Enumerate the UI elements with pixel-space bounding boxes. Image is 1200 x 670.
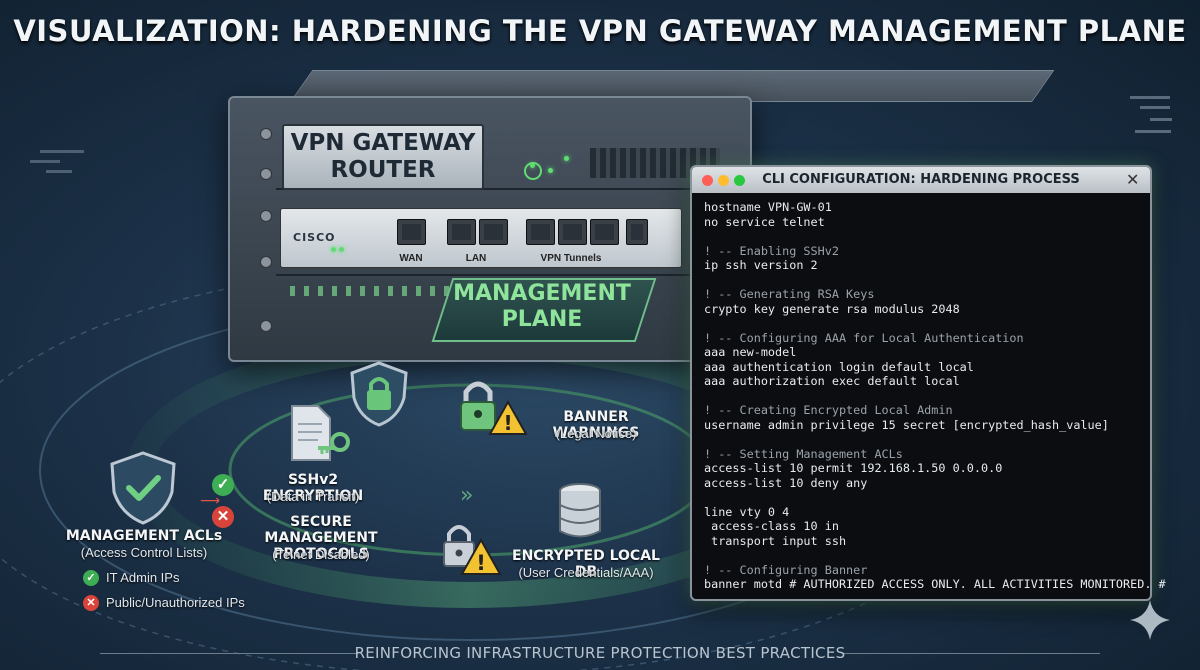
cli-comment-line: ! -- Generating RSA Keys: [704, 287, 875, 301]
management-plane-label: MANAGEMENT PLANE: [453, 281, 631, 332]
port[interactable]: [447, 219, 476, 245]
cli-line: access-list 10 permit 192.168.1.50 0.0.0…: [704, 461, 1003, 475]
cli-comment-line: ! -- Setting Management ACLs: [704, 446, 903, 461]
local-db-sub: (User Credentials/AAA): [518, 565, 654, 580]
minimize-dot-icon[interactable]: [718, 175, 729, 186]
router-label-plate: VPN GATEWAY ROUTER: [282, 124, 484, 190]
shield-lock-icon: [350, 361, 408, 427]
banner-warnings-title: BANNER WARNINGS: [552, 409, 640, 441]
cli-line: line vty 0 4: [704, 504, 790, 519]
cli-line: ip ssh version 2: [704, 258, 818, 272]
cli-line: access-list 10 deny any: [704, 475, 868, 490]
power-icon: [524, 162, 542, 180]
footer-rule: [100, 653, 358, 654]
port-label-vpn: VPN Tunnels: [540, 253, 602, 264]
router-label: VPN GATEWAY ROUTER: [290, 130, 476, 183]
cli-line: [704, 273, 1144, 288]
close-dot-icon[interactable]: [702, 175, 713, 186]
sparkle-icon: [1130, 600, 1170, 640]
cli-line: [704, 229, 1144, 244]
footer-tagline: REINFORCING INFRASTRUCTURE PROTECTION BE…: [354, 644, 846, 662]
page-title: VISUALIZATION: HARDENING THE VPN GATEWAY…: [13, 14, 1187, 48]
shield-check-icon: [110, 451, 176, 525]
sshv2-sub: (Data in Transit): [266, 489, 360, 504]
port[interactable]: [590, 219, 619, 245]
cisco-logo: CISCO: [293, 231, 336, 244]
svg-text:»: »: [460, 483, 473, 508]
cli-line: no service telnet: [704, 214, 825, 229]
lan-ports: [447, 219, 508, 247]
acl-allowed: IT Admin IPs: [106, 570, 180, 585]
svg-text:!: !: [476, 551, 486, 575]
document-key-icon: [291, 405, 350, 461]
cli-comment-line: ! -- Configuring AAA for Local Authentic…: [704, 330, 1024, 345]
acl-sub: (Access Control Lists): [80, 545, 208, 560]
maximize-dot-icon[interactable]: [734, 175, 745, 186]
padlock-icon: [460, 381, 496, 431]
cli-line: aaa authentication login default local: [704, 359, 974, 374]
secure-protocols-title: SECURE MANAGEMENT PROTOCOLS: [264, 514, 378, 562]
port[interactable]: [626, 219, 648, 245]
svg-text:!: !: [503, 411, 512, 435]
banner-warnings-sub: (Legal Notice): [555, 426, 637, 441]
terminal-title-bar[interactable]: CLI CONFIGURATION: HARDENING PROCESS ✕: [692, 167, 1150, 193]
deny-icon: ✕: [83, 595, 99, 611]
cli-terminal-window[interactable]: CLI CONFIGURATION: HARDENING PROCESS ✕ h…: [690, 165, 1166, 601]
port[interactable]: [479, 219, 508, 245]
terminal-title: CLI CONFIGURATION: HARDENING PROCESS: [762, 172, 1080, 187]
acl-title: MANAGEMENT ACLs: [65, 528, 223, 544]
cli-line: [704, 432, 1144, 447]
vpn-ports: [526, 219, 619, 247]
port-label-wan: WAN: [399, 253, 423, 264]
acl-denied: Public/Unauthorized IPs: [106, 595, 245, 610]
port-label-lan: LAN: [465, 253, 487, 264]
secure-protocols-sub: (Telnet Disabled): [272, 547, 370, 562]
cli-line: [704, 548, 1144, 563]
padlock-icon: [443, 525, 475, 567]
deny-icon: ✕: [212, 506, 234, 528]
local-db-title: ENCRYPTED LOCAL DB: [512, 548, 660, 580]
close-icon[interactable]: ✕: [1126, 172, 1140, 189]
cli-comment-line: ! -- Enabling SSHv2: [704, 243, 839, 258]
port[interactable]: [558, 219, 587, 245]
footer-rule: [842, 653, 1100, 654]
cli-line: [704, 490, 1144, 505]
cli-line: hostname VPN-GW-01: [704, 200, 832, 214]
check-icon: ✓: [83, 570, 99, 586]
port-panel: CISCO WAN LAN VPN Tunnels: [280, 208, 682, 268]
cli-line: banner motd # AUTHORIZED ACCESS ONLY. AL…: [704, 577, 1166, 591]
cli-line: [704, 389, 1144, 404]
cli-line: aaa authorization exec default local: [704, 374, 960, 388]
cli-line: [704, 316, 1144, 331]
cli-comment-line: ! -- Creating Encrypted Local Admin: [704, 403, 953, 417]
svg-text:⟶: ⟶: [200, 493, 220, 509]
warning-icon: !: [460, 538, 502, 575]
check-icon: ✓: [212, 474, 234, 496]
cli-line: aaa new-model: [704, 345, 797, 359]
warning-icon: !: [488, 400, 528, 435]
cli-line: username admin privilege 15 secret [encr…: [704, 417, 1109, 432]
cli-line: access-class 10 in: [704, 519, 839, 533]
cli-line: transport input ssh: [704, 533, 847, 548]
port[interactable]: [397, 219, 426, 245]
wan-ports: [397, 219, 426, 247]
database-icon: [559, 483, 601, 538]
cli-line: crypto key generate rsa modulus 2048: [704, 301, 960, 316]
port[interactable]: [526, 219, 555, 245]
sshv2-title: SSHv2 ENCRYPTION: [262, 472, 364, 504]
cli-comment-line: ! -- Configuring Banner: [704, 562, 868, 577]
extra-ports: [626, 219, 648, 247]
